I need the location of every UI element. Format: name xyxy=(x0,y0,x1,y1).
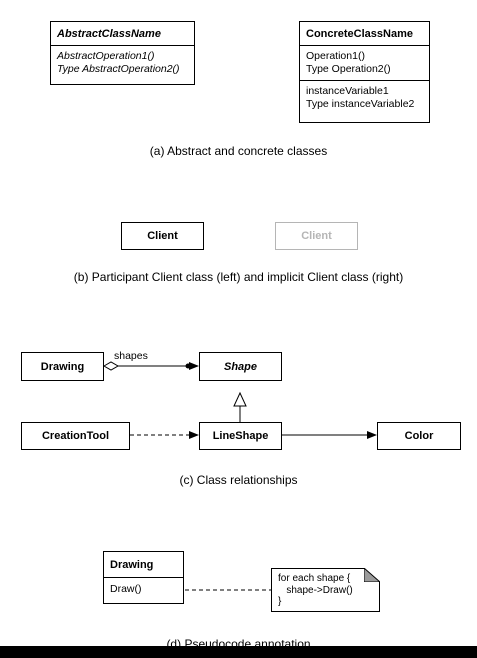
line-shape-class-box: LineShape xyxy=(199,422,282,450)
instance-variable-1: instanceVariable1 xyxy=(306,85,389,97)
inheritance-triangle-icon xyxy=(233,391,247,407)
caption-a: (a) Abstract and concrete classes xyxy=(149,144,328,158)
drawing-class-detail-box: Drawing Draw() xyxy=(103,551,184,604)
concrete-class-box: ConcreteClassName Operation1() Type Oper… xyxy=(299,21,430,123)
abstract-class-operations: AbstractOperation1() Type AbstractOperat… xyxy=(51,46,194,80)
instance-variable-2: Type instanceVariable2 xyxy=(306,98,415,110)
multiplicity-dot-icon xyxy=(185,363,191,369)
shapes-label: shapes xyxy=(114,350,148,362)
abstract-class-name: AbstractClassName xyxy=(51,22,194,46)
creation-tool-class-box: CreationTool xyxy=(21,422,130,450)
client-participant-box: Client xyxy=(121,222,204,250)
drawing-class-detail-name: Drawing xyxy=(104,552,183,578)
abstract-operation-2: Type AbstractOperation2() xyxy=(57,63,180,75)
abstract-operation-1: AbstractOperation1() xyxy=(57,50,155,62)
abstract-class-box: AbstractClassName AbstractOperation1() T… xyxy=(50,21,195,85)
drawing-operation: Draw() xyxy=(110,583,142,595)
pseudocode-note: for each shape { shape->Draw() } xyxy=(271,568,380,612)
shape-class-box: Shape xyxy=(199,352,282,381)
client-implicit-box: Client xyxy=(275,222,358,250)
concrete-class-name: ConcreteClassName xyxy=(300,22,429,46)
note-dogear-icon xyxy=(364,568,380,582)
concrete-class-operations: Operation1() Type Operation2() xyxy=(300,46,429,80)
drawing-class-box: Drawing xyxy=(21,352,104,381)
concrete-class-variables: instanceVariable1 Type instanceVariable2 xyxy=(300,80,429,115)
caption-c: (c) Class relationships xyxy=(179,473,298,487)
caption-b: (b) Participant Client class (left) and … xyxy=(73,270,404,284)
bottom-bar xyxy=(0,646,477,658)
concrete-operation-2: Type Operation2() xyxy=(306,63,391,75)
color-class-box: Color xyxy=(377,422,461,450)
aggregation-diamond-icon xyxy=(102,361,120,371)
concrete-operation-1: Operation1() xyxy=(306,50,365,62)
